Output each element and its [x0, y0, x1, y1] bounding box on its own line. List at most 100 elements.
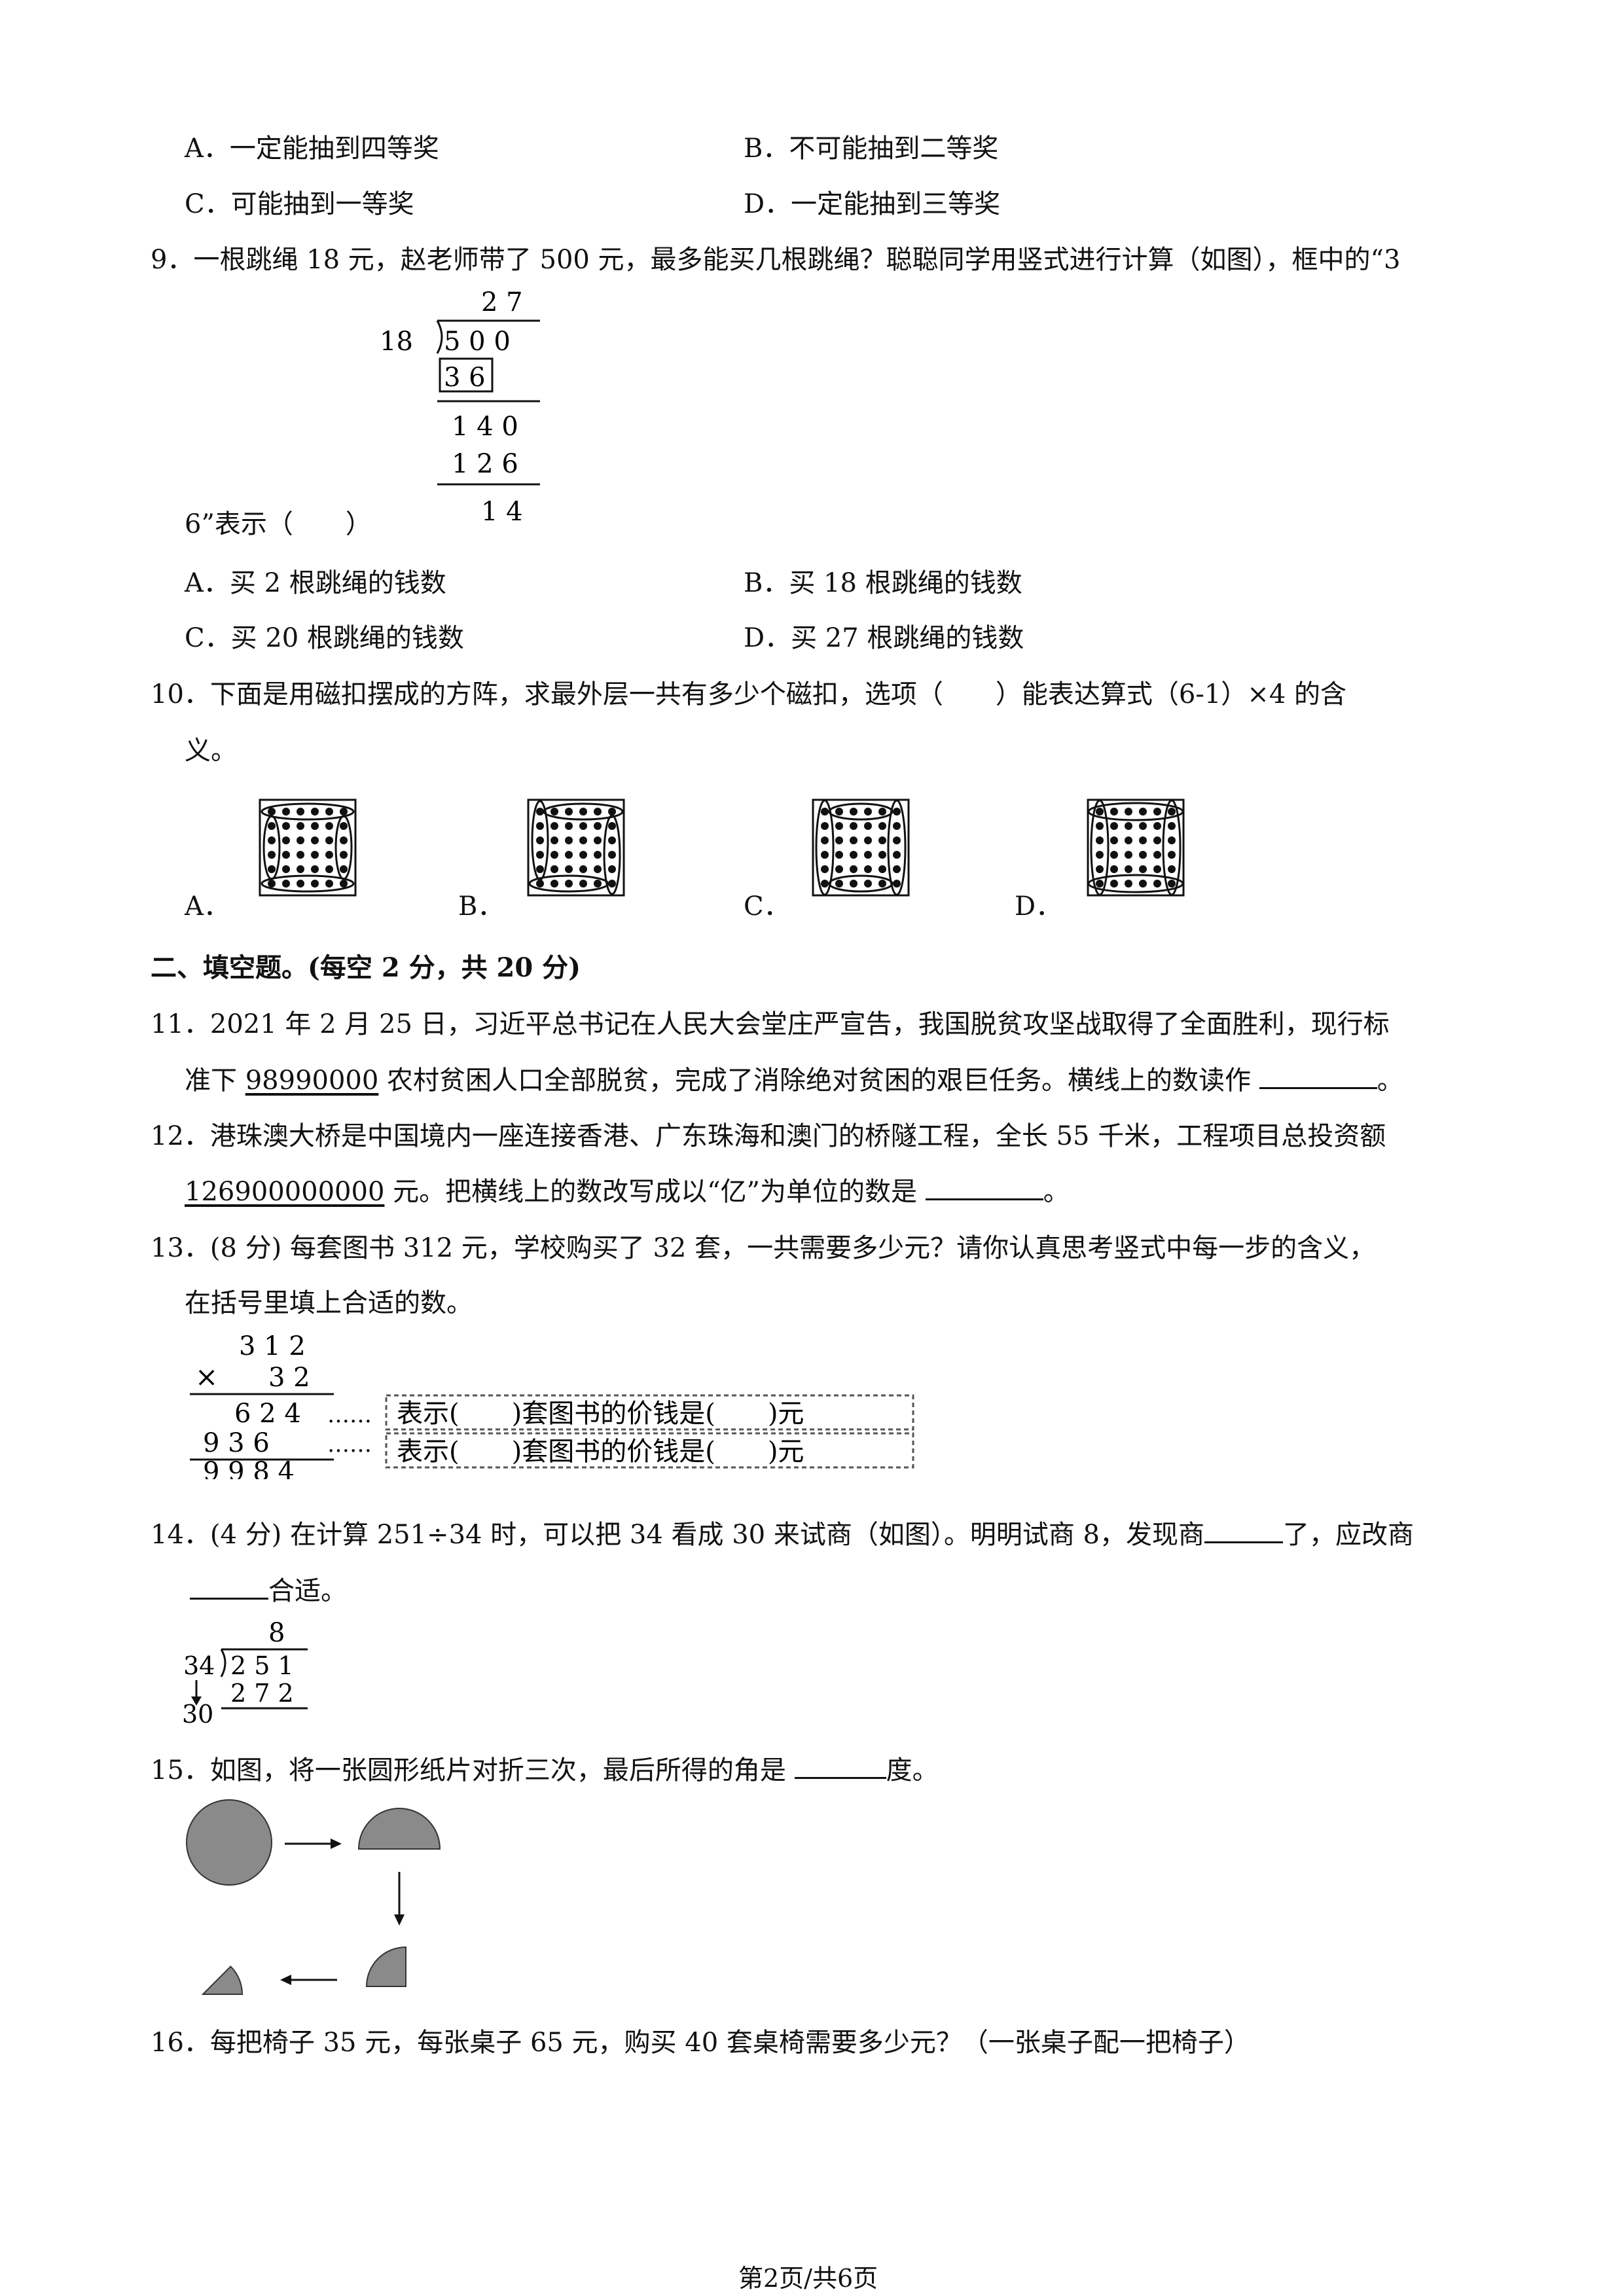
magnet-dot: [594, 865, 602, 873]
q15-prefix: 15．如图，将一张圆形纸片对折三次，最后所得的角是: [151, 1755, 795, 1785]
q9-quotient: 2 7: [481, 287, 523, 317]
magnet-dot: [282, 822, 290, 830]
magnet-dot: [536, 865, 544, 873]
grouping-ellipse: [815, 799, 835, 896]
magnet-dot: [268, 836, 276, 844]
q8-option-d: D．一定能抽到三等奖: [744, 189, 1001, 219]
q13-line1: 13．(8 分) 每套图书 312 元，学校购买了 32 套，一共需要多少元？请…: [151, 1233, 1376, 1263]
q9-step2: 1 2 6: [452, 449, 518, 479]
magnet-dot: [1168, 865, 1176, 873]
q9-option-c: C．买 20 根跳绳的钱数: [185, 623, 464, 653]
magnet-dot: [1139, 836, 1147, 844]
magnet-dot: [536, 851, 544, 859]
q12-number: 126900000000: [185, 1177, 385, 1207]
magnet-dot: [1168, 851, 1176, 859]
magnet-dot: [1125, 880, 1132, 888]
q9-boxed-product: 3 6: [444, 363, 486, 393]
magnet-dot: [594, 808, 602, 816]
magnet-dot: [311, 865, 319, 873]
magnet-dot: [325, 865, 333, 873]
magnet-dot: [325, 880, 333, 888]
magnet-dot: [1139, 880, 1147, 888]
q11-suffix: 农村贫困人口全部脱贫，完成了消除绝对贫困的艰巨任务。横线上的数读作: [378, 1066, 1259, 1096]
q14-blank2[interactable]: [190, 1575, 268, 1600]
magnet-dot: [536, 880, 544, 888]
magnet-dot: [850, 880, 857, 888]
magnet-dot: [268, 822, 276, 830]
q15-folding-figure: [186, 1799, 441, 1995]
magnet-dot: [878, 822, 886, 830]
q14-line1: 14．(4 分) 在计算 251÷34 时，可以把 34 看成 30 来试商（如…: [151, 1513, 1414, 1551]
grouping-ellipse: [828, 802, 893, 821]
magnet-dot: [835, 851, 843, 859]
grid-frame: [259, 798, 357, 897]
magnet-dot: [594, 880, 602, 888]
q9-option-d: D．买 27 根跳绳的钱数: [744, 623, 1024, 653]
magnet-dot: [297, 822, 304, 830]
q11-number: 98990000: [245, 1066, 379, 1096]
magnet-dot: [311, 808, 319, 816]
q11-line1: 11．2021 年 2 月 25 日，习近平总书记在人民大会堂庄严宣告，我国脱贫…: [151, 1009, 1390, 1039]
magnet-dot: [835, 822, 843, 830]
q14-blank1[interactable]: [1204, 1519, 1283, 1543]
q10-grid-a: [259, 798, 357, 897]
q12-answer-blank[interactable]: [925, 1176, 1043, 1200]
magnet-dot: [550, 851, 558, 859]
magnet-dot: [1096, 865, 1104, 873]
q14-line2: 合适。: [190, 1570, 347, 1607]
q13-times-sign: ×: [195, 1361, 218, 1393]
q10-grid-d: [1087, 798, 1185, 897]
magnet-dot: [821, 880, 829, 888]
magnet-dot: [579, 836, 587, 844]
q14-product: 2 7 2: [230, 1679, 294, 1708]
magnet-dot: [893, 865, 901, 873]
magnet-dot: [608, 880, 616, 888]
q13-dots1: ……: [327, 1402, 372, 1428]
section2-title: 二、填空题。(每空 2 分，共 20 分): [151, 952, 581, 983]
magnet-dot: [1096, 808, 1104, 816]
magnet-dot: [608, 836, 616, 844]
magnet-dot: [893, 822, 901, 830]
q11-answer-blank[interactable]: [1259, 1065, 1377, 1089]
magnet-dot: [340, 808, 348, 816]
magnet-dot: [550, 836, 558, 844]
q13-result: 9 9 8 4: [203, 1457, 295, 1479]
grouping-ellipse: [603, 814, 621, 895]
magnet-dot: [1096, 851, 1104, 859]
magnet-dot: [1153, 865, 1161, 873]
q15-answer-blank[interactable]: [794, 1755, 886, 1779]
arrow-left-icon: [280, 1975, 291, 1985]
magnet-dot: [864, 865, 872, 873]
magnet-dot: [325, 836, 333, 844]
magnet-dot: [878, 836, 886, 844]
magnet-dot: [594, 836, 602, 844]
magnet-dot: [282, 808, 290, 816]
grid-frame: [812, 798, 910, 897]
magnet-dot: [1139, 851, 1147, 859]
q14-suffix: 了，应改商: [1283, 1520, 1414, 1550]
magnet-dot: [579, 880, 587, 888]
eighth-circle-shape: [201, 1965, 244, 1995]
q10-stem-line2: 义。: [185, 736, 237, 766]
magnet-dot: [878, 808, 886, 816]
magnet-dot: [608, 808, 616, 816]
magnet-dot: [340, 836, 348, 844]
magnet-dot: [850, 865, 857, 873]
magnet-dot: [297, 880, 304, 888]
magnet-dot: [1139, 822, 1147, 830]
grouping-ellipse: [334, 815, 353, 880]
magnet-dot: [878, 865, 886, 873]
magnet-dot: [311, 836, 319, 844]
magnet-dot: [864, 808, 872, 816]
magnet-dot: [1153, 808, 1161, 816]
magnet-dot: [850, 808, 857, 816]
q8-option-c: C．可能抽到一等奖: [185, 189, 414, 219]
magnet-dot: [1096, 822, 1104, 830]
magnet-dot: [835, 865, 843, 873]
grouping-ellipse: [528, 874, 609, 893]
grid-frame: [1087, 798, 1185, 897]
magnet-dot: [311, 880, 319, 888]
q14-trial-division-figure: 8 34 2 5 1 2 7 2 30: [182, 1618, 308, 1725]
magnet-dot: [536, 836, 544, 844]
magnet-dot: [311, 822, 319, 830]
